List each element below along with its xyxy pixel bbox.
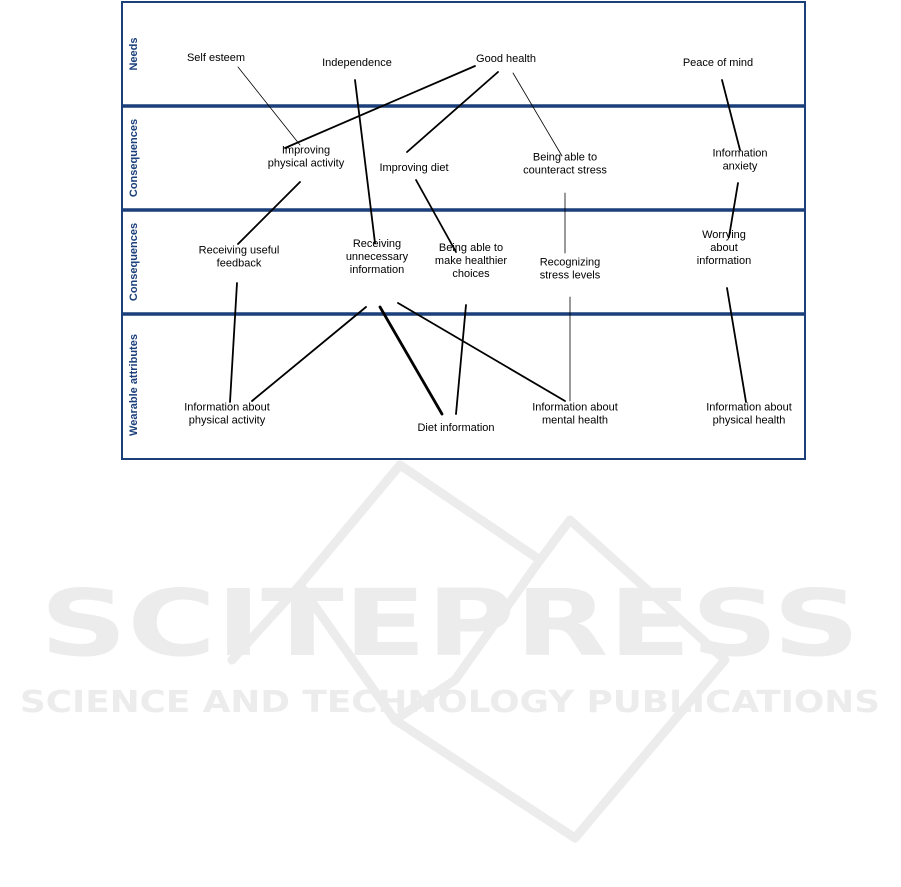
watermark-logo [227, 460, 730, 843]
link-worrying-to-info-physical-health [726, 287, 747, 403]
link-good-health-to-improving-physical-activity [284, 65, 476, 149]
node-recognizing-stress-line-2: stress levels [540, 270, 601, 282]
diagram-frame [121, 1, 806, 460]
node-unnecessary-information-line-1: Receiving [353, 238, 401, 250]
row-label-consequences-lower: Consequences [128, 223, 140, 301]
node-worrying-line-1: Worrying [702, 229, 746, 241]
node-healthier-choices-line-2: make healthier [435, 255, 507, 267]
link-unnecessary-information-to-info-physical-activity [251, 306, 367, 402]
link-healthier-choices-to-diet-information [455, 304, 467, 415]
node-diet-information: Diet information [417, 422, 494, 434]
link-self-esteem-to-improving-physical-activity [237, 66, 301, 146]
node-info-physical-health-line-1: Information about [706, 402, 792, 414]
node-info-physical-activity-line-1: Information about [184, 402, 270, 414]
watermark-logo-outline [295, 460, 730, 843]
row-label-needs: Needs [128, 37, 140, 70]
node-worrying-line-3: information [697, 255, 751, 267]
node-recognizing-stress-line-1: Recognizing [540, 257, 601, 269]
node-self-esteem: Self esteem [187, 52, 245, 64]
node-healthier-choices-line-1: Being able to [439, 242, 503, 254]
nodes: Self esteem Independence Good health Peace … [184, 52, 792, 434]
link-good-health-to-improving-diet [406, 71, 499, 153]
node-good-health-line-1: Good health [476, 53, 536, 65]
link-independence-to-unnecessary-information [354, 79, 376, 244]
node-independence-line-1: Independence [322, 57, 392, 69]
node-self-esteem-line-1: Self esteem [187, 52, 245, 64]
link-peace-of-mind-to-information-anxiety [721, 79, 741, 151]
node-info-physical-activity-line-2: physical activity [189, 415, 266, 427]
node-useful-feedback-line-2: feedback [217, 258, 262, 270]
node-information-anxiety-line-1: Information [712, 148, 767, 160]
node-healthier-choices-line-3: choices [452, 268, 490, 280]
link-useful-feedback-to-info-physical-activity [229, 282, 238, 403]
node-unnecessary-information-line-2: unnecessary [346, 251, 409, 263]
node-good-health: Good health [476, 53, 536, 65]
node-peace-of-mind: Peace of mind [683, 57, 753, 69]
link-improving-diet-to-healthier-choices [415, 179, 457, 253]
node-counteract-stress-line-2: counteract stress [523, 165, 607, 177]
watermark-logo-fold [227, 555, 545, 725]
node-information-anxiety-line-2: anxiety [723, 161, 758, 173]
row-label-attributes: Wearable attributes [128, 334, 140, 436]
node-unnecessary-information-line-3: information [350, 264, 404, 276]
node-counteract-stress-line-1: Being able to [533, 152, 597, 164]
link-information-anxiety-to-worrying [728, 182, 739, 238]
node-peace-of-mind-line-1: Peace of mind [683, 57, 753, 69]
link-good-health-to-counteract-stress [512, 72, 563, 157]
node-improving-physical-activity-line-2: physical activity [268, 158, 345, 170]
watermark-subtitle: SCIENCE AND TECHNOLOGY PUBLICATIONS [20, 685, 880, 720]
node-independence: Independence [322, 57, 392, 69]
node-diet-information-line-1: Diet information [417, 422, 494, 434]
watermark-title: SCITEPRESS [40, 570, 860, 677]
node-improving-diet-line-1: Improving diet [379, 162, 448, 174]
link-unnecessary-information-to-diet-information [378, 305, 444, 416]
node-improving-diet: Improving diet [379, 162, 448, 174]
link-unnecessary-information-to-info-mental-health [397, 302, 566, 402]
row-label-consequences-upper: Consequences [128, 119, 140, 197]
links [229, 65, 747, 416]
link-improving-physical-activity-to-useful-feedback [237, 181, 301, 245]
node-info-physical-health-line-2: physical health [713, 415, 786, 427]
node-info-mental-health-line-2: mental health [542, 415, 608, 427]
node-worrying-line-2: about [710, 242, 738, 254]
node-improving-physical-activity-line-1: Improving [282, 145, 330, 157]
node-info-mental-health-line-1: Information about [532, 402, 618, 414]
node-useful-feedback-line-1: Receiving useful [199, 245, 280, 257]
